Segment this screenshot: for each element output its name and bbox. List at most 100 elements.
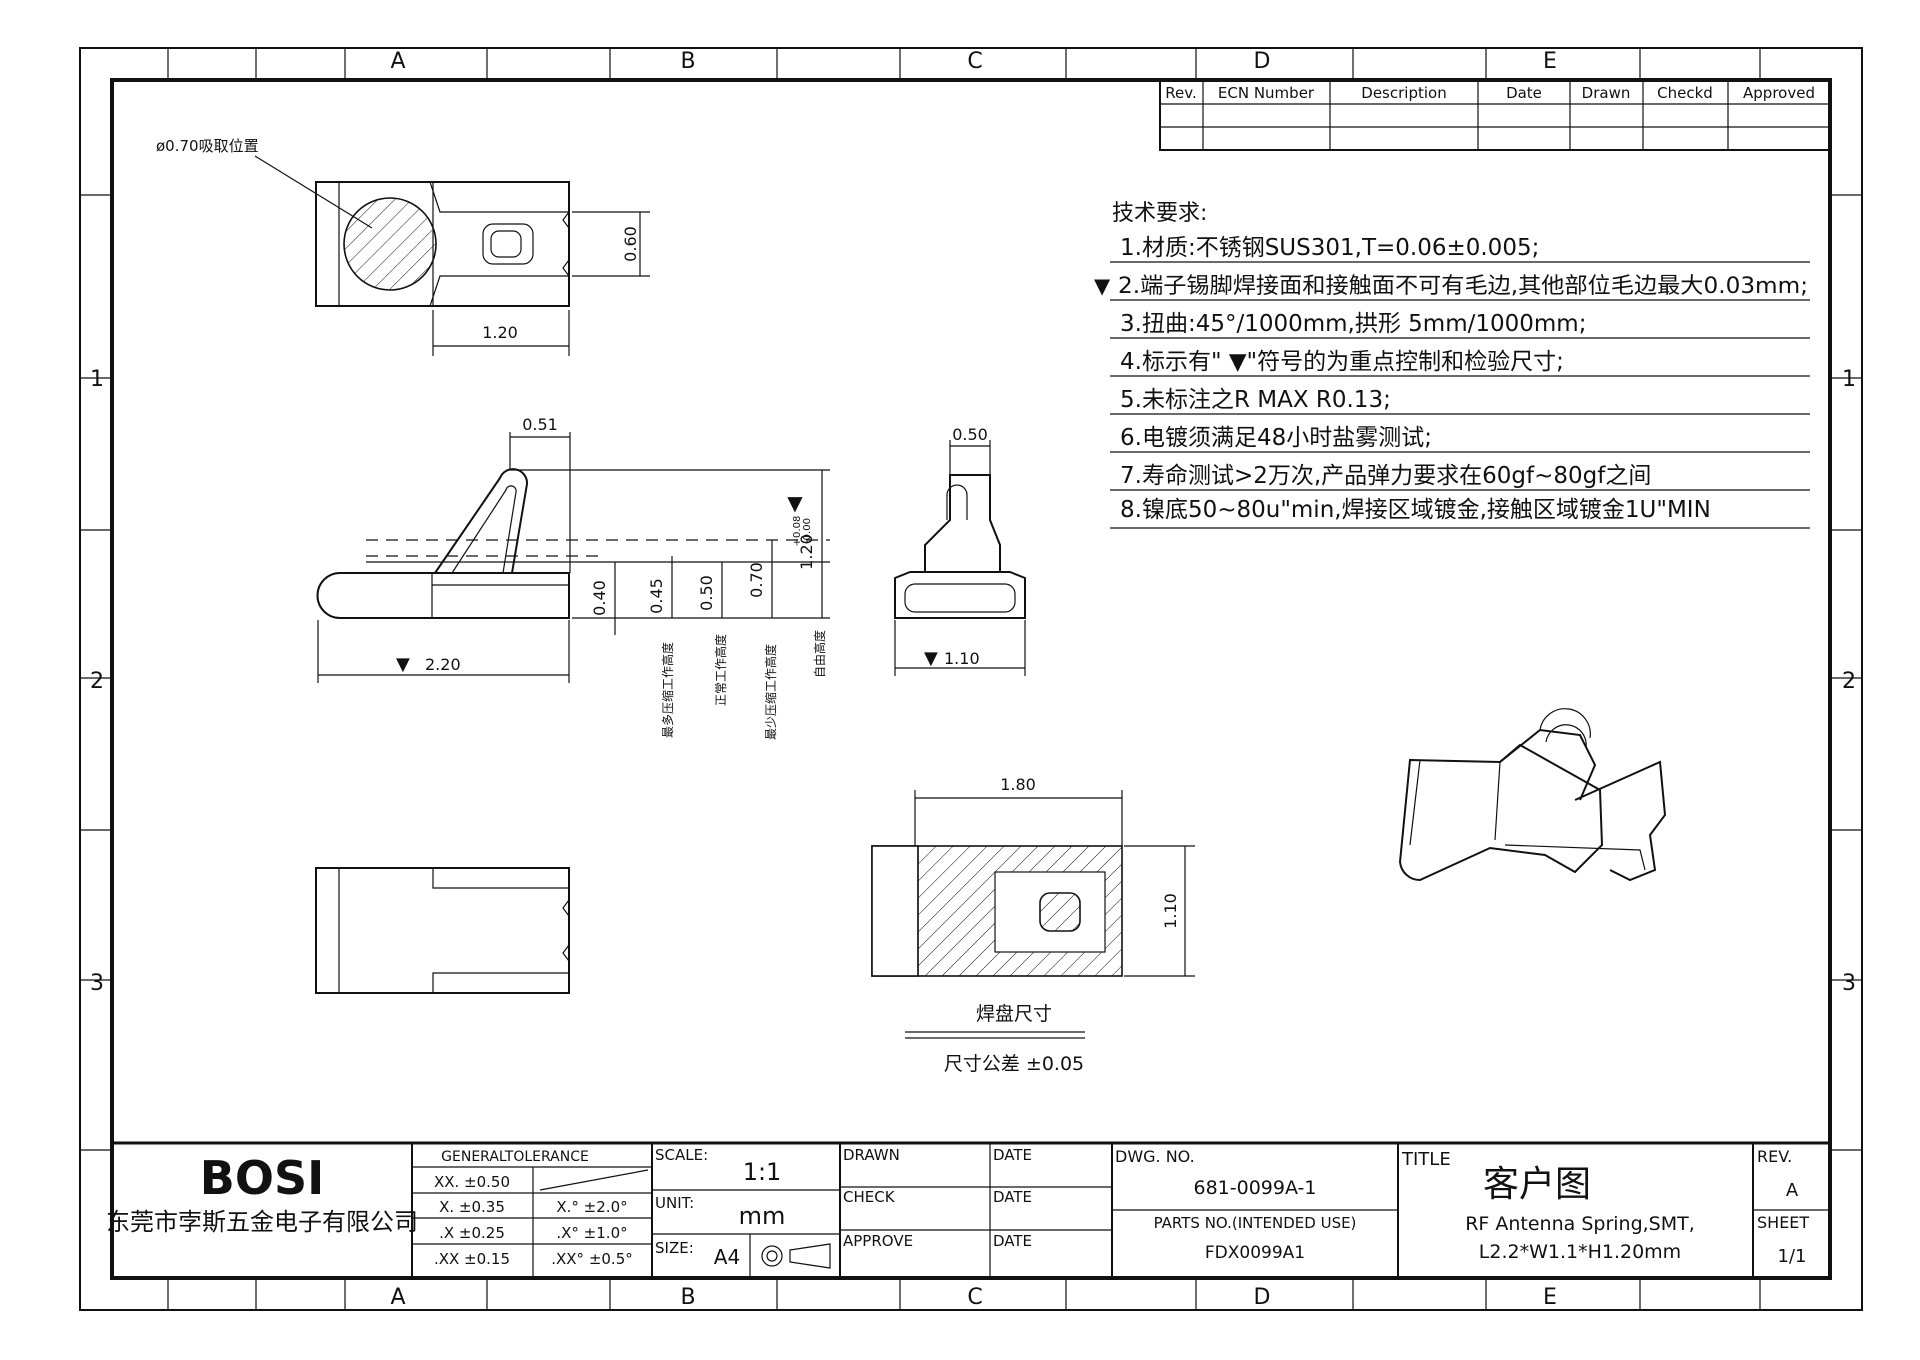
bottom-view [315,867,570,994]
pad-tolerance: 尺寸公差 ±0.05 [944,1053,1084,1075]
height-label-min-compression: 最少压缩工作高度 [763,644,778,740]
rev-label: REV. [1757,1147,1792,1166]
tolerance-xx: XX. ±0.50 [434,1173,510,1191]
top-view: ø0.70吸取位置 0.60 1.20 [156,137,650,356]
company-name: 东莞市孛斯五金电子有限公司 [106,1208,418,1236]
rev-header-date: Date [1506,84,1542,102]
scale-value: 1:1 [743,1158,782,1186]
dwg-no-value: 681-0099A-1 [1194,1177,1317,1199]
dim-end-top: 0.50 [952,425,988,444]
parts-no-value: FDX0099A1 [1205,1243,1305,1263]
sheet-value: 1/1 [1778,1246,1807,1267]
tolerance-dot-xx: .XX ±0.15 [434,1250,510,1268]
zone-letter-top-b: B [680,49,695,74]
tolerance-dot-x: .X ±0.25 [439,1224,505,1242]
end-view: 0.50 ▼ 1.10 [894,425,1026,676]
zone-letter-top-a: A [390,49,405,74]
dim-top-width: 1.20 [482,323,518,342]
height-label-max-compression: 最多压缩工作高度 [660,642,675,738]
zone-letter-bottom-c: C [967,1285,982,1310]
title-label: TITLE [1401,1149,1451,1170]
rev-header-rev: Rev. [1165,84,1196,102]
note-8: 8.镍底50~80u"min,焊接区域镀金,接触区域镀金1U"MIN [1120,497,1711,523]
zone-number-left-2: 2 [90,669,104,694]
check-date-label: DATE [993,1188,1032,1206]
tolerance-angle-dot-xx: .XX° ±0.5° [551,1250,633,1268]
dim-total-tol-minus: -0.00 [802,518,813,544]
unit-label: UNIT: [655,1194,694,1212]
approve-label: APPROVE [843,1232,913,1250]
rev-value: A [1786,1180,1799,1201]
dim-end-bottom: 1.10 [944,649,980,668]
zone-number-left-3: 3 [90,971,104,996]
size-value: A4 [714,1245,740,1269]
sheet-label: SHEET [1757,1213,1809,1232]
revision-table: Rev. ECN Number Description Date Drawn C… [1159,79,1831,151]
zone-letter-top-e: E [1543,49,1557,74]
isometric-view [1398,708,1667,882]
note-6: 6.电镀须满足48小时盐雾测试; [1120,425,1432,451]
scale-label: SCALE: [655,1146,708,1164]
company-logo: BOSI [200,1151,324,1205]
tolerance-angle-x: X.° ±2.0° [556,1198,627,1216]
zone-letter-top-c: C [967,49,982,74]
zone-letter-bottom-a: A [390,1285,405,1310]
technical-notes: 技术要求: 1.材质:不锈钢SUS301,T=0.06±0.005; ▼ 2.端… [1094,201,1810,529]
dim-040: 0.40 [590,580,609,616]
rev-header-approved: Approved [1743,84,1815,102]
zone-number-right-3: 3 [1842,971,1856,996]
dim-side-length-marker: ▼ [396,654,410,675]
description-line-1: RF Antenna Spring,SMT, [1465,1213,1695,1235]
check-label: CHECK [843,1188,896,1206]
dwg-no-label: DWG. NO. [1115,1147,1195,1166]
rev-header-checkd: Checkd [1657,84,1713,102]
zone-number-right-2: 2 [1842,669,1856,694]
side-view: 0.51 ▼ 2.20 0.40 0.45 0.50 0.70 1.20 +0.… [316,415,830,740]
dim-045: 0.45 [647,578,666,614]
zone-letter-bottom-d: D [1254,1285,1271,1310]
pad-caption: 焊盘尺寸 [976,1003,1052,1025]
pickup-position-label: ø0.70吸取位置 [156,137,259,155]
tolerance-x: X. ±0.35 [439,1198,505,1216]
dim-pad-height: 1.10 [1161,893,1180,929]
note-2: 2.端子锡脚焊接面和接触面不可有毛边,其他部位毛边最大0.03mm; [1118,274,1808,299]
dim-total-height: 1.20 [797,534,816,570]
pad-view: 1.80 1.10 焊盘尺寸 尺寸公差 ±0.05 [871,775,1195,1075]
note-4: 4.标示有" ▼"符号的为重点控制和检验尺寸; [1120,349,1564,375]
zone-letter-top-d: D [1254,49,1271,74]
rev-header-drawn: Drawn [1582,84,1631,102]
notes-heading: 技术要求: [1112,201,1207,226]
note-3: 3.扭曲:45°/1000mm,拱形 5mm/1000mm; [1120,311,1586,337]
size-label: SIZE: [655,1239,694,1257]
note-7: 7.寿命测试>2万次,产品弹力要求在60gf~80gf之间 [1120,463,1651,489]
dim-side-length: 2.20 [425,655,461,674]
dim-side-top: 0.51 [522,415,558,434]
note-5: 5.未标注之R MAX R0.13; [1120,387,1391,413]
dim-end-bottom-marker: ▼ [924,648,938,669]
unit-value: mm [739,1202,786,1230]
general-tolerance-label: GENERALTOLERANCE [441,1149,589,1165]
zone-letter-bottom-b: B [680,1285,695,1310]
zone-letter-bottom-e: E [1543,1285,1557,1310]
description-line-2: L2.2*W1.1*H1.20mm [1479,1241,1681,1263]
parts-no-label: PARTS NO.(INTENDED USE) [1154,1214,1357,1232]
title-block: BOSI 东莞市孛斯五金电子有限公司 GENERALTOLERANCE XX. … [106,1141,1830,1278]
dim-total-marker: ▼ [787,491,803,515]
tolerance-angle-dot-x: .X° ±1.0° [556,1224,627,1242]
height-label-normal: 正常工作高度 [713,634,728,706]
rev-header-ecn: ECN Number [1218,84,1315,102]
rev-header-description: Description [1361,84,1446,102]
approve-date-label: DATE [993,1232,1032,1250]
note-2-marker: ▼ [1094,274,1111,298]
dim-070: 0.70 [747,562,766,598]
zone-number-left-1: 1 [90,367,104,392]
height-label-free: 自由高度 [812,630,827,678]
dim-050: 0.50 [697,575,716,611]
projection-symbol-icon [761,1243,831,1269]
drawn-date-label: DATE [993,1146,1032,1164]
dim-pad-width: 1.80 [1000,775,1036,794]
zone-number-right-1: 1 [1842,367,1856,392]
drawn-label: DRAWN [843,1146,900,1164]
